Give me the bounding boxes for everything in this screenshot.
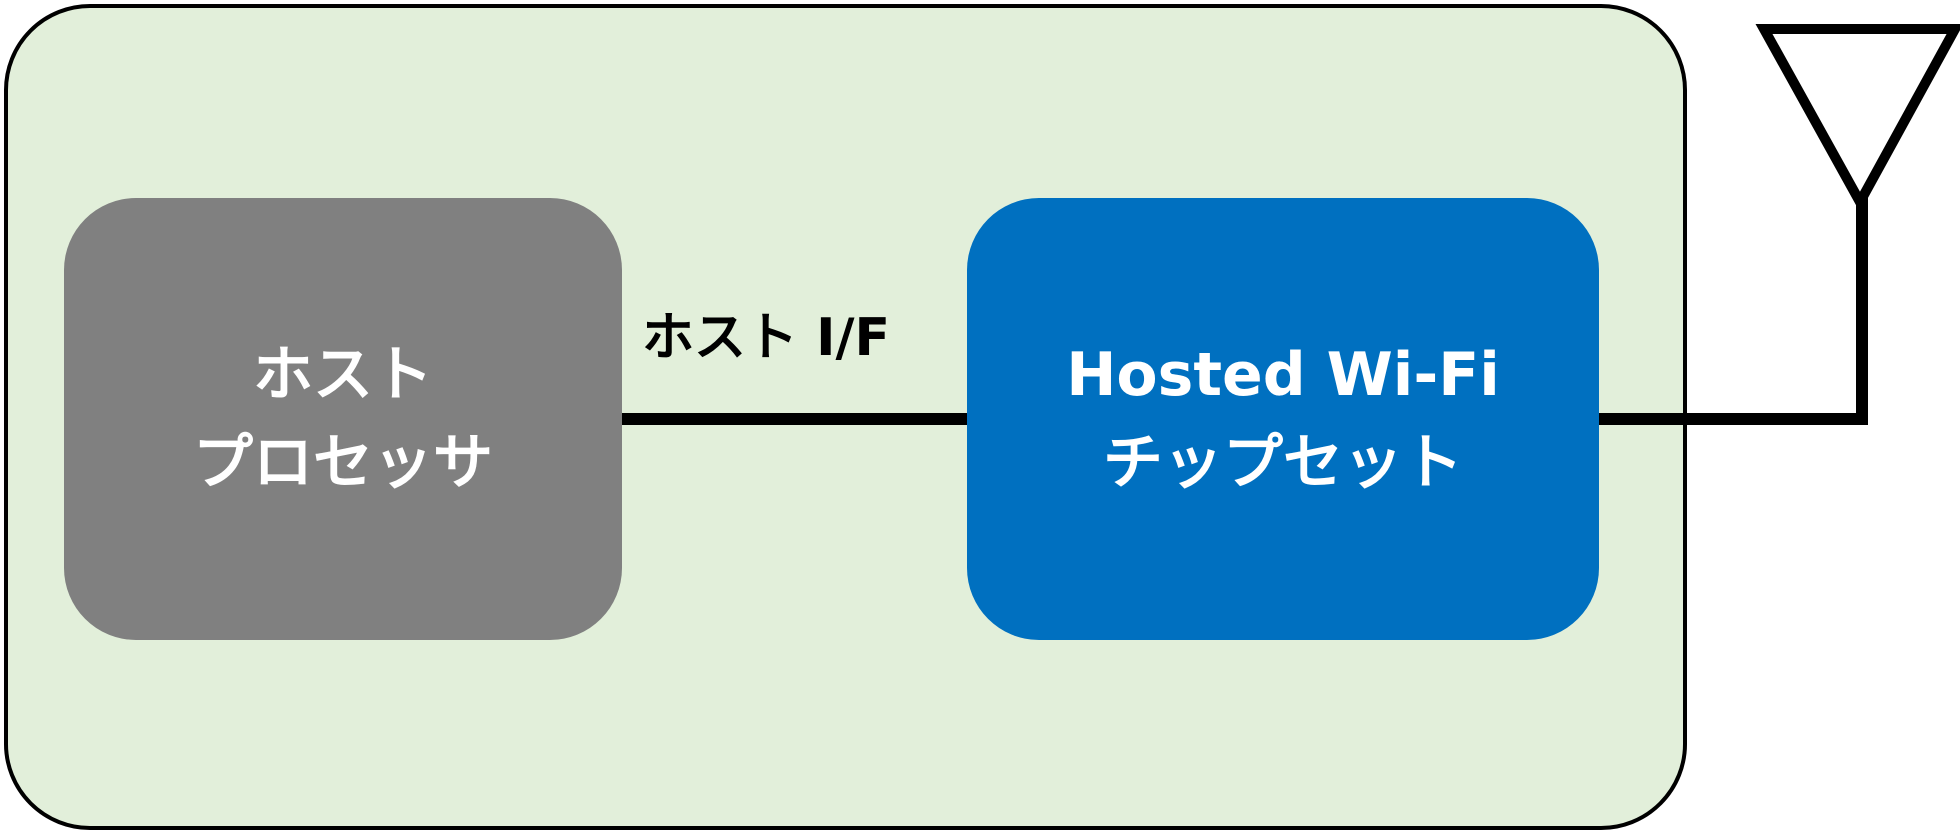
hosted-wifi-chipset-block: Hosted Wi-Fi チップセット: [967, 198, 1599, 640]
antenna-icon: [1755, 24, 1960, 213]
host-processor-label-line-1: ホスト: [253, 340, 433, 410]
host-interface-label: ホスト I/F: [642, 308, 890, 368]
host-processor-label-line-2: プロセッサ: [193, 428, 493, 498]
wifi-chipset-label-line-2: チップセット: [1103, 428, 1463, 498]
wifi-chipset-label-line-1: Hosted Wi-Fi: [1066, 340, 1500, 410]
host-processor-block: ホスト プロセッサ: [64, 198, 622, 640]
